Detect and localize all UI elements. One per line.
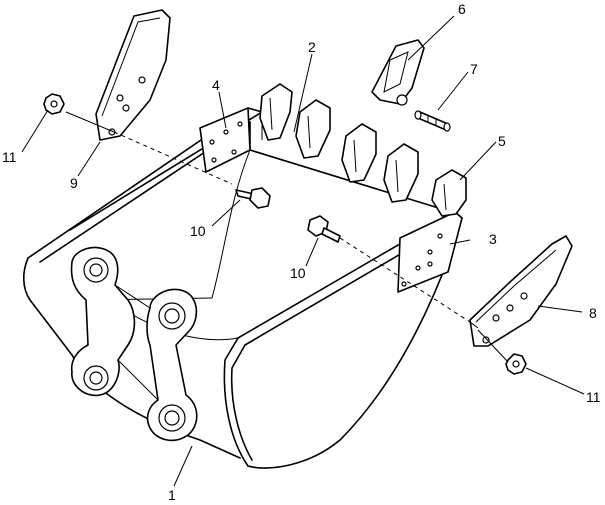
callout-5: 5	[498, 133, 506, 149]
callout-3: 3	[489, 231, 497, 247]
side-plate-left	[199, 107, 251, 173]
bolt-upper	[235, 187, 271, 209]
assembly-lines	[65, 111, 509, 363]
callout-8: 8	[589, 305, 597, 321]
callout-6: 6	[458, 1, 466, 17]
tooth-adapters	[259, 83, 467, 217]
side-shroud-right	[469, 235, 573, 347]
bolt-lower	[307, 215, 341, 243]
callout-11-left: 11	[2, 149, 17, 165]
callout-11-right: 11	[586, 389, 601, 405]
callout-1: 1	[168, 487, 176, 503]
leader-lines	[21, 15, 585, 487]
callout-10-lower: 10	[290, 265, 306, 281]
side-plate-right	[397, 211, 463, 293]
nut-right	[505, 353, 527, 375]
nut-left	[43, 93, 65, 115]
bucket-hinge-bracket	[70, 246, 198, 442]
callout-2: 2	[308, 39, 316, 55]
callout-10-upper: 10	[190, 223, 206, 239]
callout-7: 7	[470, 61, 478, 77]
callout-4: 4	[212, 77, 220, 93]
side-shroud-left	[95, 9, 171, 141]
tooth-point	[371, 39, 425, 106]
tooth-pin	[414, 110, 451, 132]
callout-9: 9	[70, 175, 78, 191]
